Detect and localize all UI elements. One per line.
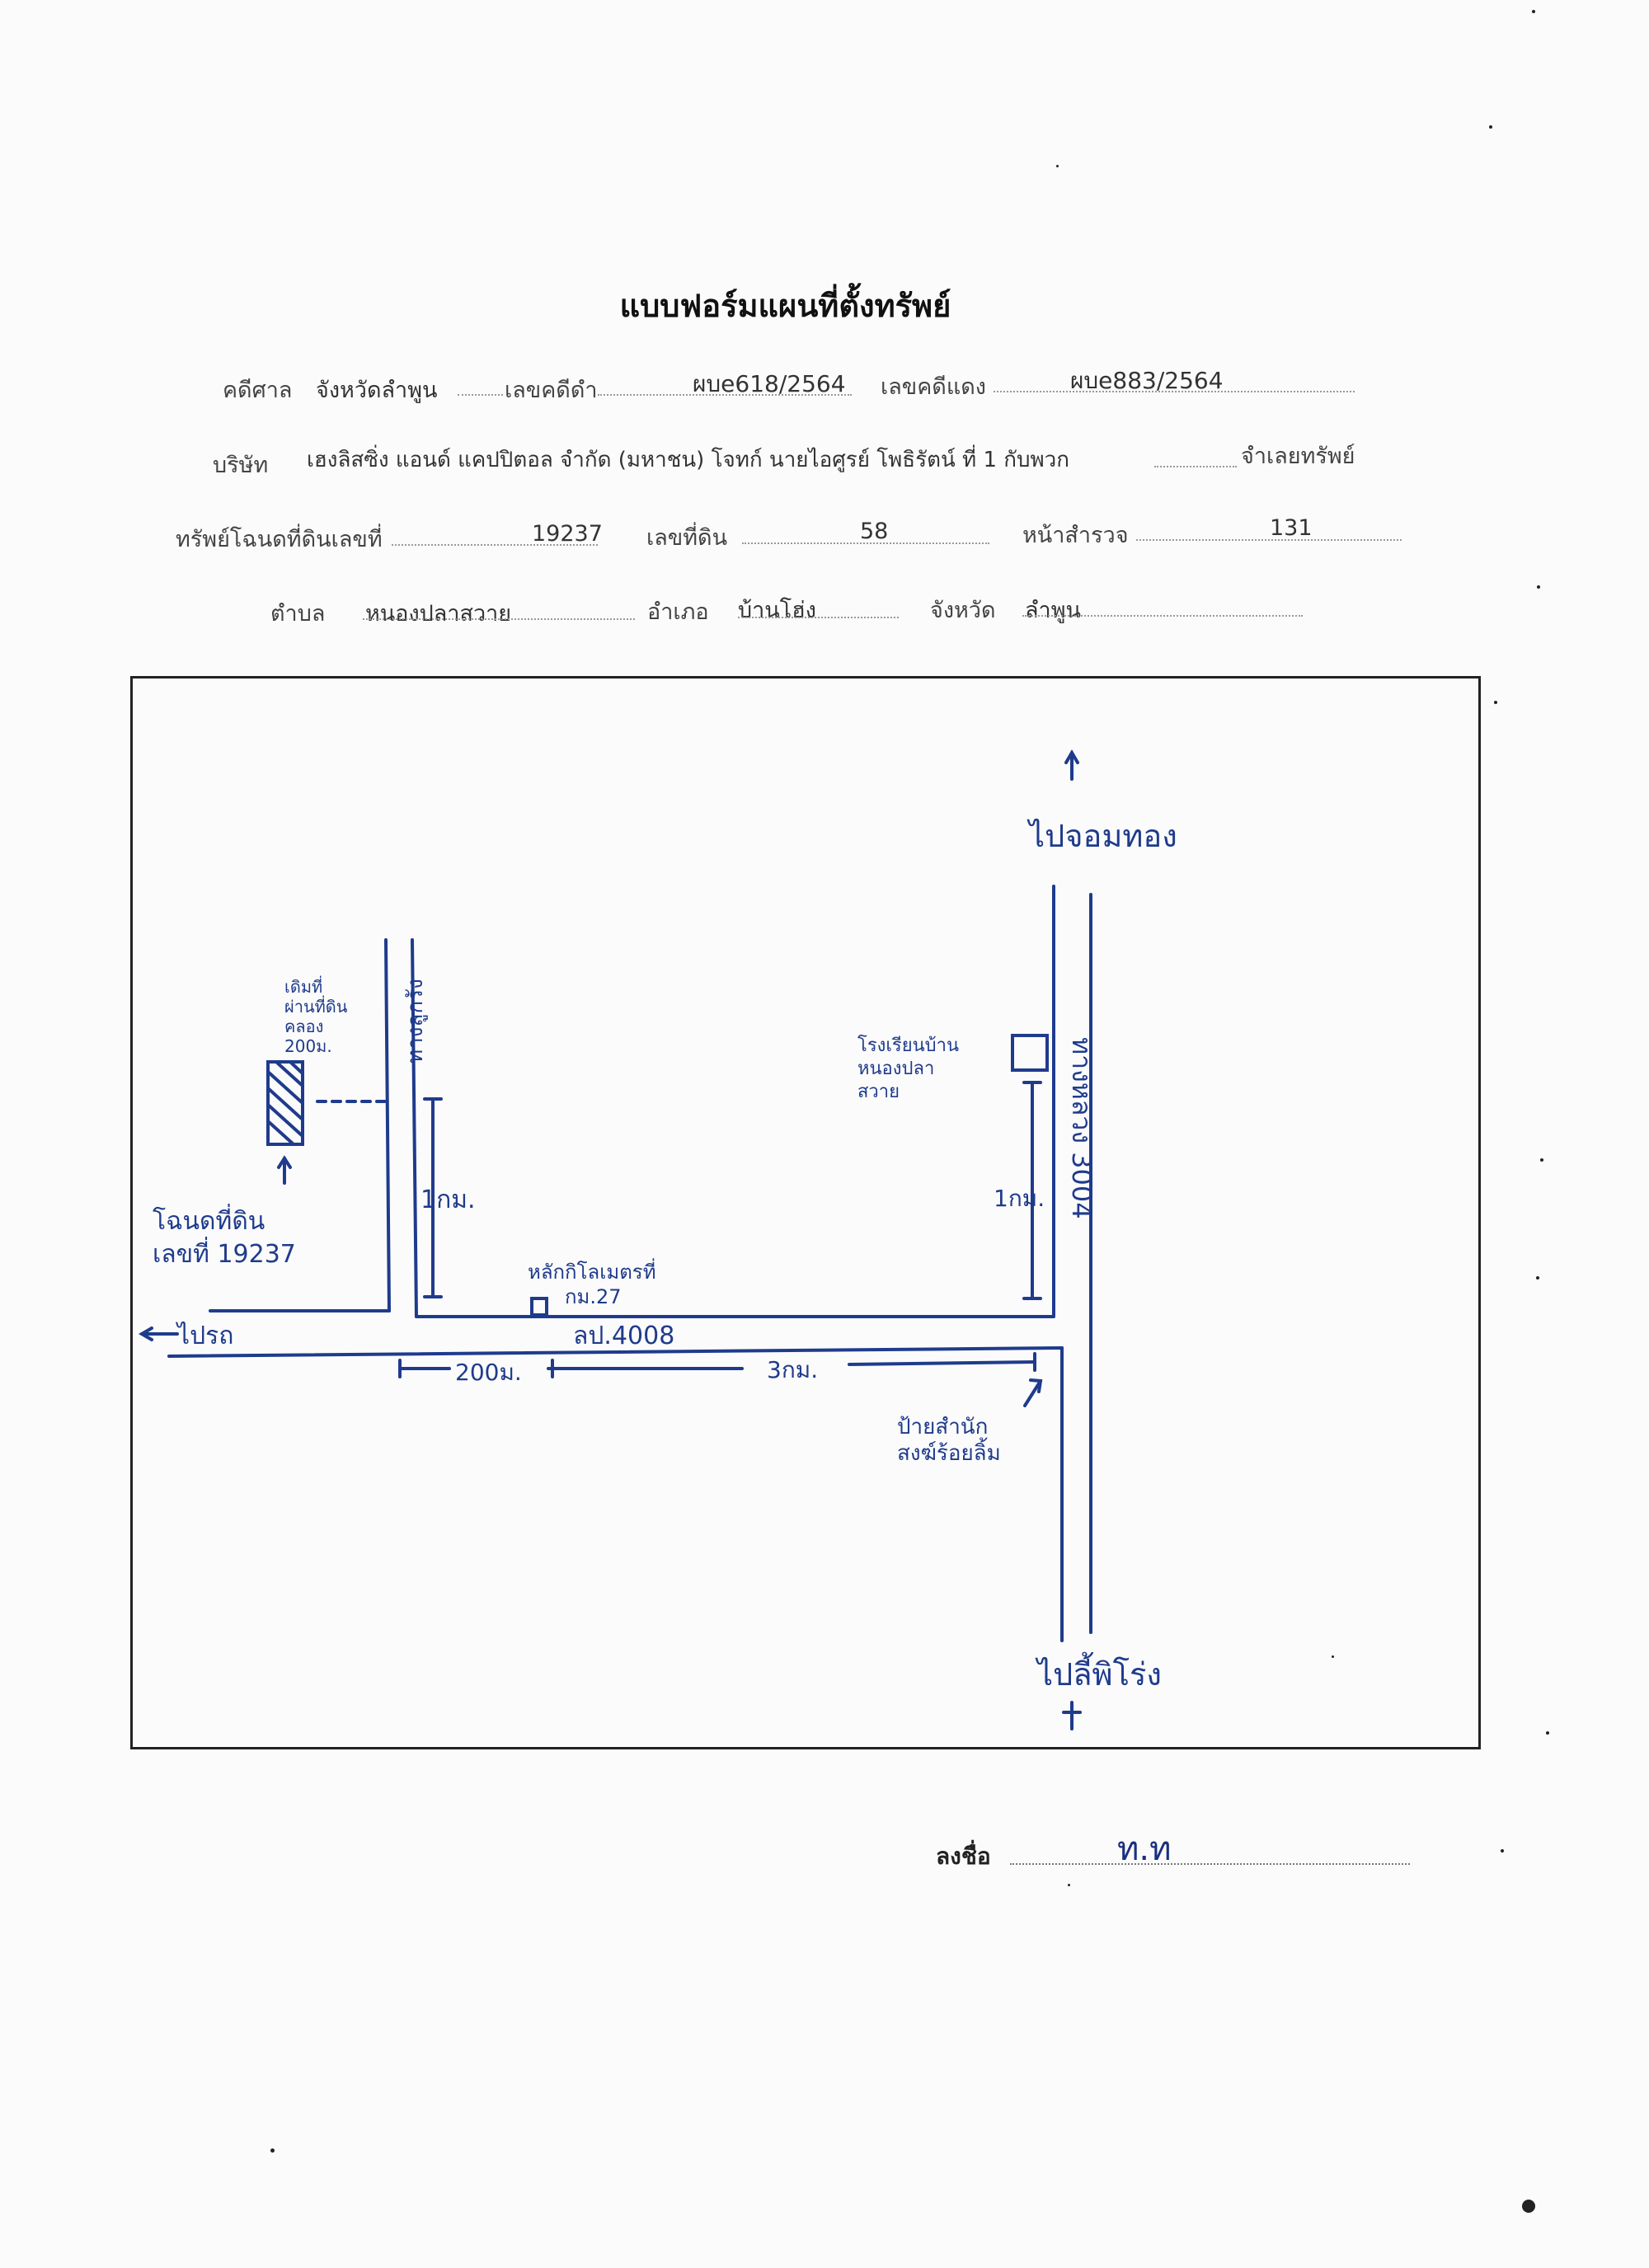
adjacent-note-line: เดิมที่ [284,977,323,997]
scan-speck [1532,10,1535,13]
district-label: อำเภอ [647,599,709,625]
school-note-line: สวาย [857,1082,900,1102]
distance-3km: 3กม. [767,1356,819,1383]
deed-note-line: โฉนดที่ดิน [153,1207,265,1236]
adjacent-note-line: 200ม. [284,1036,332,1056]
distance-1km-right: 1กม. [994,1185,1045,1212]
signature-mark: ท.ท [1117,1830,1172,1868]
school-note-line: หนองปลา [857,1059,935,1079]
dotted-line [598,394,852,396]
to-west-label: ไปรถ [177,1322,234,1350]
scan-speck [1056,165,1059,167]
form-title: แบบฟอร์มแผนที่ตั้งทรัพย์ [619,288,951,324]
km-marker-note-line: หลักกิโลเมตรที่ [528,1261,656,1284]
km-marker-note-line: กม.27 [565,1285,622,1308]
highway-3004-label: ทางหลวง 3004 [1066,1037,1097,1219]
scan-speck [1540,1158,1543,1162]
dotted-line [1136,539,1402,541]
court-label: คดีศาล [223,378,293,403]
defendant-label: จำเลยทรัพย์ [1241,444,1355,469]
adjacent-note-line: คลอง [284,1017,324,1036]
adjacent-note-line: ผ่านที่ดิน [284,997,348,1017]
dotted-line [392,544,598,546]
to-south-label: ไปลี้พิโร่ง [1037,1656,1162,1693]
scan-speck [1546,1731,1549,1735]
dotted-line [363,618,635,620]
office-sign-note: ป้ายสำนัก สงฆ์ร้อยลิ้ม [897,1414,1001,1467]
deed-value: 19237 [532,521,603,547]
land-no-label: เลขที่ดิน [646,525,728,551]
dotted-line [742,542,989,544]
province-label: จังหวัด [930,598,996,623]
land-no-value: 58 [860,519,889,544]
dotted-line [738,617,899,618]
subdistrict-label: ตำบล [270,601,326,627]
scan-speck [1489,125,1492,129]
company-value: เฮงลิสซิ่ง แอนด์ แคปปิตอล จำกัด (มหาชน) … [307,448,1069,472]
dotted-line [994,391,1355,392]
dotted-line [458,394,503,396]
province-value: ลำพูน [1025,598,1081,623]
dotted-line [1022,615,1303,617]
km-marker-note: หลักกิโลเมตรที่ กม.27 [528,1260,656,1309]
black-case-value: ผบe618/2564 [693,370,846,397]
survey-value: 131 [1270,515,1313,541]
side-road-label: ทางลูกรัง [403,979,428,1064]
signature-line [1010,1863,1410,1865]
scan-speck [1537,585,1540,589]
signature-label: ลงชื่อ [936,1843,991,1870]
deed-note-line: เลขที่ 19237 [153,1240,296,1269]
scan-speck [270,2148,275,2153]
office-sign-note-line: สงฆ์ร้อยลิ้ม [897,1441,1001,1466]
distance-1km-left: 1กม. [420,1186,476,1214]
school-note: โรงเรียนบ้าน หนองปลา สวาย [857,1035,959,1104]
company-label: บริษัท [213,453,269,478]
distance-200m: 200ม. [455,1359,522,1386]
to-north-label: ไปจอมทอง [1029,818,1177,854]
office-sign-note-line: ป้ายสำนัก [897,1415,989,1439]
court-value: จังหวัดลำพูน [316,378,438,403]
red-case-value: ผบe883/2564 [1070,367,1224,394]
scan-speck [1332,1655,1334,1658]
location-map [130,676,1481,1749]
scan-speck [1501,1849,1504,1852]
deed-note: โฉนดที่ดิน เลขที่ 19237 [153,1205,296,1271]
scan-speck [1068,1884,1070,1886]
black-case-label: เลขคดีดำ [505,378,598,403]
scan-speck [1536,1276,1539,1280]
highway-4008-label: ลป.4008 [573,1322,675,1350]
district-value: บ้านโฮ่ง [738,598,816,623]
survey-label: หน้าสำรวจ [1022,523,1129,548]
adjacent-note: เดิมที่ ผ่านที่ดิน คลอง 200ม. [284,977,347,1056]
deed-label: ทรัพย์โฉนดที่ดินเลขที่ [176,527,383,552]
subdistrict-value: หนองปลาสวาย [365,601,512,627]
scan-speck [1522,2200,1535,2213]
school-note-line: โรงเรียนบ้าน [857,1035,959,1056]
red-case-label: เลขคดีแดง [881,374,986,400]
scan-speck [1494,701,1497,704]
dotted-line [1154,466,1237,467]
